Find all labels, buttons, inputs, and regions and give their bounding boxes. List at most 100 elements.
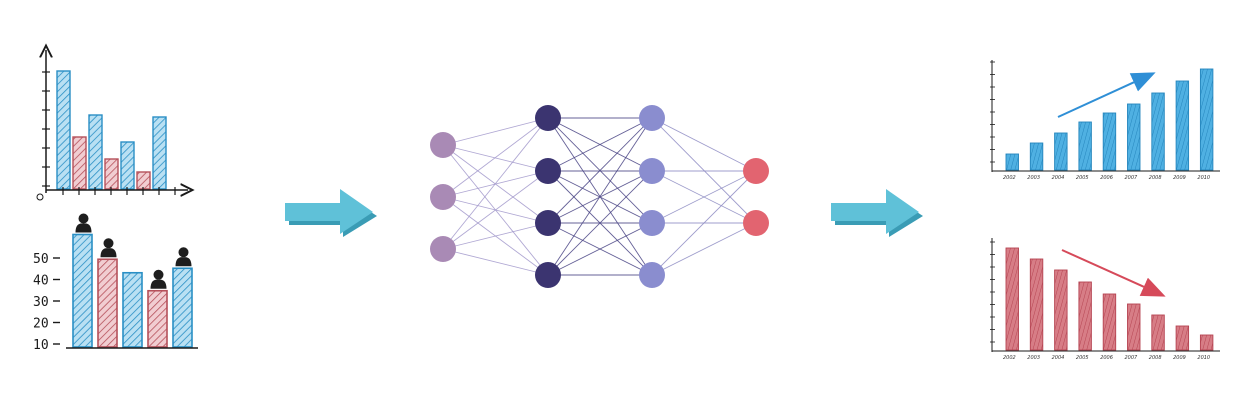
input-bottom-bar	[172, 267, 193, 348]
nn-node-input	[430, 184, 456, 210]
output-up-x-label: 2008	[1149, 175, 1162, 181]
output-up-bar	[1005, 153, 1019, 171]
output-down-x-label: 2004	[1052, 355, 1065, 361]
nn-node-hidden-1	[535, 210, 561, 236]
nn-node-output	[743, 210, 769, 236]
input-bottom-person-icons	[75, 213, 192, 289]
input-top-bar	[120, 141, 135, 190]
output-down-bar	[1054, 269, 1068, 351]
nn-edge	[442, 117, 549, 250]
output-up-x-label: 2007	[1125, 175, 1139, 181]
nn-edge	[651, 222, 757, 276]
input-bottom-y-tick-label: 40	[33, 274, 49, 289]
output-down-bar	[1127, 303, 1141, 351]
input-top-bar	[72, 136, 87, 190]
output-up-bar	[1029, 142, 1044, 171]
input-top-y-ticks	[42, 71, 50, 187]
trend-up-arrow	[1057, 72, 1156, 118]
nn-edge	[651, 117, 757, 224]
output-up-x-label: 2002	[1003, 175, 1016, 181]
nn-node-hidden-2	[639, 210, 665, 236]
output-down-x-label: 2005	[1076, 355, 1089, 361]
output-down-y-ticks	[990, 241, 995, 343]
neural-network-edges	[442, 117, 757, 276]
output-up-x-label: 2005	[1076, 175, 1089, 181]
neural-network	[430, 105, 769, 288]
input-bottom-y-tick-label: 20	[33, 317, 49, 332]
trend-down-arrow	[1061, 249, 1166, 297]
output-up-bar	[1199, 68, 1214, 171]
nn-node-hidden-2	[639, 158, 665, 184]
nn-node-hidden-2	[639, 105, 665, 131]
input-bar-chart-top	[36, 50, 188, 201]
output-up-bar	[1054, 132, 1068, 171]
nn-edge	[442, 117, 549, 146]
person-icon	[150, 269, 167, 289]
output-up-bar	[1102, 112, 1117, 171]
output-down-bar	[1175, 325, 1190, 351]
output-down-bar	[1199, 334, 1214, 351]
nn-edge	[442, 248, 549, 276]
input-top-origin-marker	[36, 193, 44, 201]
nn-edge	[547, 170, 653, 276]
output-down-bar	[1151, 314, 1165, 351]
input-bottom-bar	[122, 271, 143, 348]
input-bottom-y-tick-label: 10	[33, 338, 49, 353]
output-up-bar	[1078, 121, 1092, 171]
flow-arrow-right	[285, 189, 377, 237]
nn-edge	[442, 117, 549, 198]
neural-network-nodes	[430, 105, 769, 288]
output-up-bar	[1127, 103, 1141, 171]
nn-edge	[651, 170, 757, 276]
output-down-bars	[1005, 247, 1214, 351]
input-top-bar	[88, 114, 103, 190]
nn-edge	[547, 117, 653, 276]
input-top-bar	[104, 158, 119, 190]
nn-node-input	[430, 236, 456, 262]
nn-edge	[651, 117, 757, 172]
nn-edge	[547, 117, 653, 172]
nn-edge	[442, 222, 549, 250]
output-down-x-label: 2008	[1149, 355, 1162, 361]
nn-edge	[547, 117, 653, 224]
nn-edge	[651, 170, 757, 224]
output-up-y-ticks	[990, 61, 995, 163]
nn-node-hidden-2	[639, 262, 665, 288]
nn-edge	[547, 222, 653, 276]
flow-arrow-right	[831, 189, 923, 237]
person-icon	[100, 238, 117, 258]
input-bottom-bars	[72, 233, 193, 348]
input-top-bars	[56, 70, 167, 190]
input-top-x-ticks	[62, 187, 176, 195]
output-down-bar	[1029, 258, 1044, 351]
output-down-x-label: 2010	[1197, 355, 1210, 361]
output-down-x-label: 2009	[1173, 355, 1186, 361]
person-icon	[75, 213, 92, 233]
output-up-bars	[1005, 68, 1214, 171]
output-down-x-label: 2007	[1125, 355, 1139, 361]
nn-node-hidden-1	[535, 158, 561, 184]
input-bottom-bar	[72, 233, 93, 348]
nn-node-hidden-1	[535, 105, 561, 131]
input-bottom-y-tick-label: 50	[33, 252, 49, 267]
output-up-x-label: 2003	[1027, 175, 1040, 181]
input-bottom-y-tick-label: 30	[33, 295, 49, 310]
nn-node-output	[743, 158, 769, 184]
output-up-bar	[1175, 80, 1190, 171]
nn-edge	[442, 170, 549, 250]
output-down-x-label: 2003	[1027, 355, 1040, 361]
output-down-x-label: 2002	[1003, 355, 1016, 361]
input-top-bar	[56, 70, 71, 190]
output-up-x-label: 2004	[1052, 175, 1065, 181]
input-bottom-bar	[97, 258, 118, 348]
output-up-x-label: 2010	[1197, 175, 1210, 181]
nn-node-hidden-1	[535, 262, 561, 288]
output-up-x-label: 2009	[1173, 175, 1186, 181]
input-top-bar	[152, 116, 167, 190]
